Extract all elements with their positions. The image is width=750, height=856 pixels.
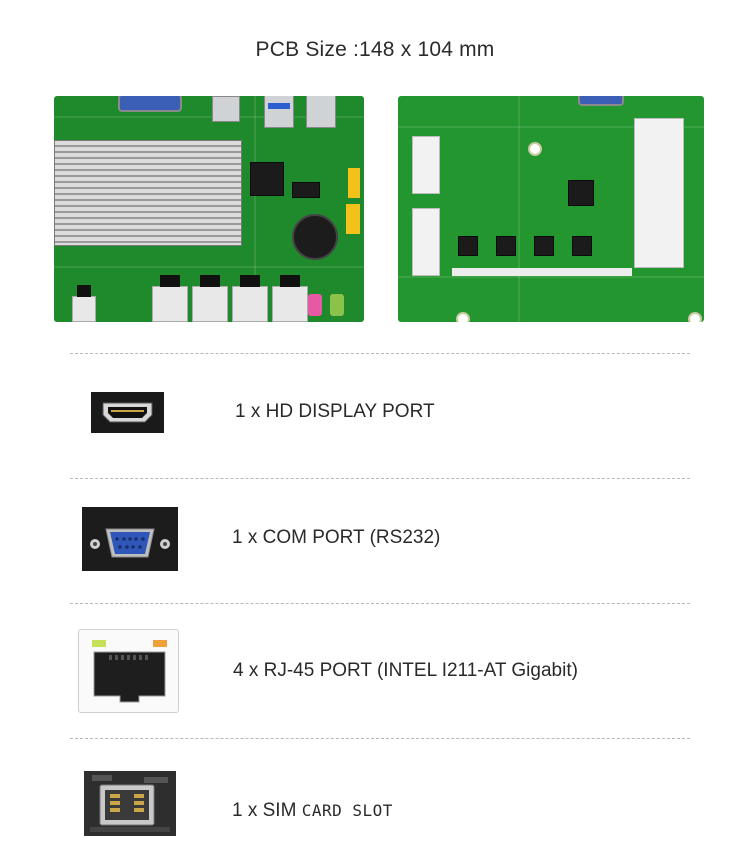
heatsink: [54, 140, 242, 246]
feature-com-label: 1 x COM PORT (RS232): [232, 527, 441, 548]
divider: [70, 738, 690, 739]
db9-connector-icon: [118, 96, 182, 112]
feature-rj45-label: 4 x RJ-45 PORT (INTEL I211-AT Gigabit): [233, 660, 578, 681]
mount-hole: [528, 142, 542, 156]
divider: [70, 603, 690, 604]
audio-jack-icon: [308, 294, 322, 316]
pin-header: [346, 204, 360, 234]
divider: [70, 353, 690, 354]
mini-pcie-slot: [412, 136, 440, 194]
chip: [458, 236, 478, 256]
mount-hole: [456, 312, 470, 322]
feature-sim-label: 1 x SIM CARD SLOT: [232, 800, 393, 822]
chip: [250, 162, 284, 196]
rj45-jack: [152, 275, 188, 322]
audio-jack-icon: [330, 294, 344, 316]
chip: [496, 236, 516, 256]
label-strip: [452, 268, 632, 276]
usb3-port-icon: [264, 96, 294, 128]
sodimm-slot: [634, 118, 684, 268]
chip: [292, 182, 320, 198]
mount-hole: [688, 312, 702, 322]
pin-header: [348, 168, 360, 198]
page-title: PCB Size :148 x 104 mm: [255, 38, 495, 61]
hdmi-jack: [72, 285, 96, 322]
rj45-jack: [192, 275, 228, 322]
sim-slot-icon: [84, 771, 176, 836]
chip: [534, 236, 554, 256]
usb-port-icon: [306, 96, 336, 128]
chip: [568, 180, 594, 206]
feature-hdmi-label: 1 x HD DISPLAY PORT: [235, 401, 435, 422]
feature-sim-small: CARD SLOT: [301, 801, 393, 820]
feature-sim-main: 1 x SIM: [232, 800, 297, 821]
rj45-jack: [232, 275, 268, 322]
db9-connector-icon: [578, 96, 624, 106]
hdmi-port-icon: [91, 392, 164, 433]
com-port-icon: [82, 507, 178, 571]
motherboard-front-image: [54, 96, 364, 322]
rj45-port-icon: [78, 629, 179, 713]
divider: [70, 478, 690, 479]
motherboard-back-image: [398, 96, 704, 322]
rj45-jack: [272, 275, 308, 322]
chip: [572, 236, 592, 256]
mini-pcie-slot: [412, 208, 440, 276]
cmos-battery: [292, 214, 338, 260]
usb-port-icon: [212, 96, 240, 122]
